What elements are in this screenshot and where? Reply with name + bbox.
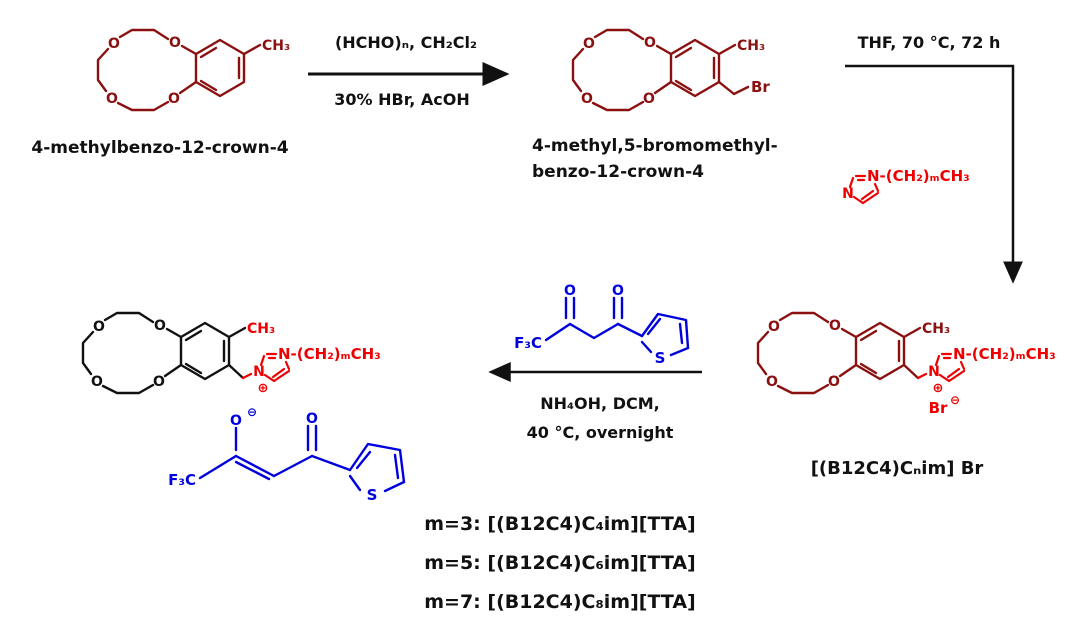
- bond: [616, 322, 644, 338]
- bond: [234, 454, 276, 478]
- benzylic-bond: [227, 363, 245, 380]
- product-label-m3: m=3: [(B12C4)C₄im][TTA]: [424, 513, 696, 535]
- atom-label-O: O: [108, 36, 120, 52]
- atom-label-O: O: [564, 283, 576, 299]
- benzylic-bond: [902, 363, 920, 380]
- imidazolium-ring-salt: N N-(CH₂)ₘCH₃ ⊕ Br ⊖: [928, 345, 1056, 417]
- structure-product-crown: O O O O CH₃: [81, 311, 275, 395]
- reaction-arrow-2: THF, 70 °C, 72 h: [845, 33, 1023, 284]
- atom-label-O: O: [581, 91, 593, 107]
- methyl-label: CH₃: [737, 38, 765, 54]
- bond: [310, 454, 352, 472]
- compound-name-start: 4-methylbenzo-12-crown-4: [31, 138, 288, 158]
- atom-label-O: O: [766, 374, 778, 390]
- atom-label-O: O: [106, 91, 118, 107]
- atom-label-O: O: [644, 35, 656, 51]
- thiophene-bond: [669, 346, 690, 357]
- bond: [568, 322, 620, 340]
- bromide-counterion: Br: [929, 399, 948, 417]
- methyl-label: CH₃: [247, 321, 275, 337]
- product-label-m5: m=5: [(B12C4)C₆im][TTA]: [424, 552, 696, 574]
- minus-charge-icon: ⊖: [247, 405, 257, 419]
- thiophene-bond: [383, 480, 406, 493]
- alkyl-chain-label: N-(CH₂)ₘCH₃: [953, 345, 1056, 363]
- atom-label-S: S: [655, 349, 666, 367]
- compound-name-intermediate-line1: 4-methyl,5-bromomethyl-: [532, 136, 778, 156]
- atom-label-N: N: [253, 364, 265, 380]
- reaction-arrow-1: (HCHO)ₙ, CH₂Cl₂ 30% HBr, AcOH: [308, 33, 510, 109]
- plus-charge-icon: ⊕: [933, 381, 944, 396]
- thiophene-double-bond: [355, 450, 372, 470]
- conditions-step1-above: (HCHO)ₙ, CH₂Cl₂: [335, 33, 477, 52]
- structure-imidazolium-bromide-crown: O O O O CH₃: [756, 311, 950, 395]
- thiophene-ring: [640, 312, 690, 350]
- bond: [272, 454, 314, 478]
- imidazole-reagent: N N-(CH₂)ₘCH₃: [842, 167, 970, 205]
- atom-label-O: O: [153, 374, 165, 390]
- atom-label-O: O: [768, 319, 780, 335]
- atom-label-O: O: [169, 35, 181, 51]
- atom-label-N: N: [842, 186, 854, 202]
- alkyl-chain-label: N-(CH₂)ₘCH₃: [278, 345, 381, 363]
- thiophene-double-bond: [646, 317, 662, 336]
- conditions-step1-below: 30% HBr, AcOH: [334, 90, 470, 109]
- thiophene-ring: [348, 442, 406, 484]
- tta-enolate-anion: F₃C O ⊖ O S: [168, 405, 406, 504]
- atom-label-N: N: [928, 364, 940, 380]
- methyl-label: CH₃: [262, 38, 290, 54]
- minus-charge-icon: ⊖: [950, 393, 960, 407]
- trifluoromethyl-label: F₃C: [514, 334, 542, 352]
- conditions-step2: THF, 70 °C, 72 h: [858, 33, 1001, 52]
- bond: [544, 322, 572, 342]
- atom-label-O: O: [828, 374, 840, 390]
- benzylic-bond: [241, 372, 253, 380]
- thiophene-double-bond: [678, 322, 684, 345]
- atom-label-O: O: [93, 319, 105, 335]
- thiophene-bond: [640, 340, 653, 354]
- double-bond: [234, 460, 271, 481]
- atom-label-O: O: [154, 318, 166, 334]
- reaction-arrow-3: NH₄OH, DCM, 40 °C, overnight: [488, 362, 702, 442]
- bond: [198, 454, 238, 480]
- imidazolium-ring-product: N N-(CH₂)ₘCH₃ ⊕: [253, 345, 381, 396]
- methyl-label: CH₃: [922, 321, 950, 337]
- atom-label-Br: Br: [751, 78, 770, 96]
- structure-start-crown: O O O O CH₃: [96, 28, 290, 112]
- conditions-step3-line1: NH₄OH, DCM,: [540, 394, 659, 413]
- atom-label-O: O: [829, 318, 841, 334]
- trifluoromethyl-label: F₃C: [168, 471, 196, 489]
- bromomethyl-bond: [717, 80, 750, 96]
- structure-bromomethyl-crown: O O O O CH₃ Br: [571, 28, 770, 112]
- plus-charge-icon: ⊕: [258, 381, 269, 396]
- atom-label-S: S: [367, 486, 378, 504]
- alkyl-chain-label: N-(CH₂)ₘCH₃: [867, 167, 970, 185]
- atom-label-O: O: [91, 374, 103, 390]
- atom-label-O: O: [583, 36, 595, 52]
- product-label-m7: m=7: [(B12C4)C₈im][TTA]: [424, 591, 696, 613]
- tta-reagent: F₃C O O S: [514, 283, 690, 367]
- atom-label-O: O: [306, 411, 318, 427]
- thiophene-double-bond: [393, 453, 400, 480]
- atom-label-O: O: [230, 413, 242, 429]
- product-list: m=3: [(B12C4)C₄im][TTA] m=5: [(B12C4)C₆i…: [424, 513, 696, 613]
- thiophene-bond: [348, 474, 362, 492]
- atom-label-O: O: [168, 91, 180, 107]
- atom-label-O: O: [643, 91, 655, 107]
- atom-label-O: O: [612, 283, 624, 299]
- compound-name-intermediate-line2: benzo-12-crown-4: [532, 162, 704, 182]
- benzylic-bond: [916, 372, 928, 380]
- conditions-step3-line2: 40 °C, overnight: [527, 423, 674, 442]
- compound-name-salt: [(B12C4)Cₙim] Br: [811, 458, 984, 479]
